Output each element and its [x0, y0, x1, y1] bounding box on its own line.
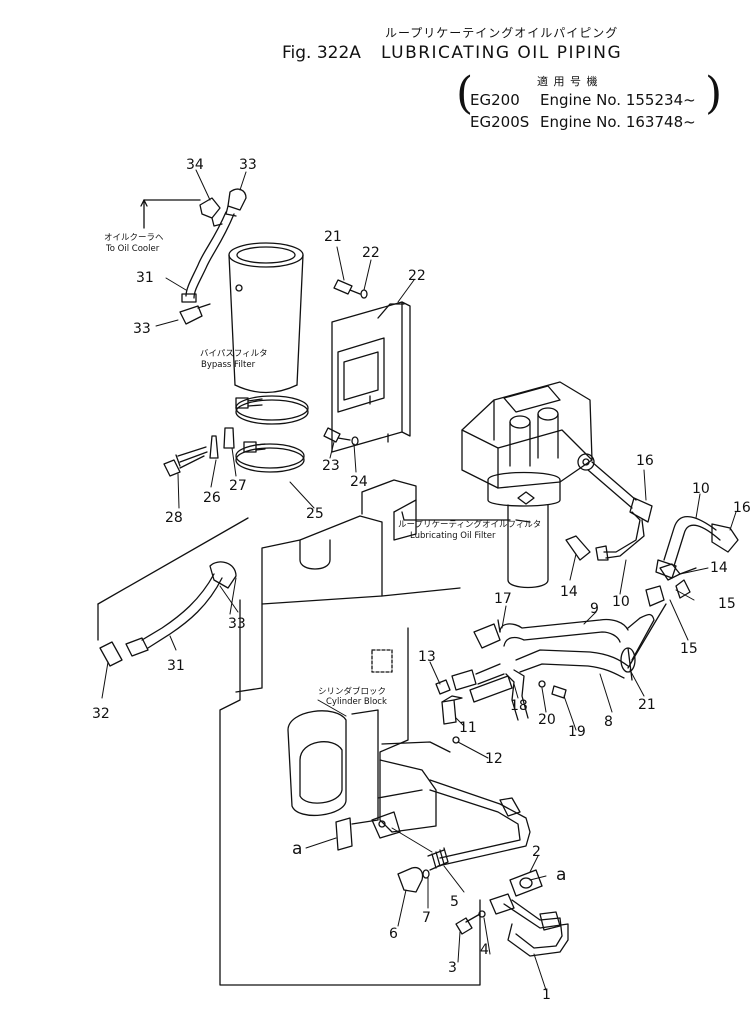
callout-16-left: 16: [636, 453, 654, 469]
bolt-19: [538, 680, 567, 699]
applicability-open-paren: (: [456, 68, 474, 119]
callout-15-left: 15: [680, 641, 698, 657]
figure-title: LUBRICATING OIL PIPING: [381, 43, 623, 63]
callout-a-right: a: [556, 865, 566, 885]
callout-27: 25: [306, 506, 324, 522]
callout-10-right: 10: [692, 481, 710, 497]
callout-33-mid: 33: [133, 321, 151, 337]
leader-lines: [101, 169, 737, 991]
title-japanese: ループリケーテイングオイルパイピング: [385, 26, 619, 40]
callout-4: 4: [480, 942, 489, 958]
pipe-10-upper: [587, 461, 653, 561]
elbow-11: [441, 695, 463, 744]
bracket-21: [620, 647, 636, 681]
cylinder-block-jp-label: シリンダブロック: [318, 686, 386, 697]
bolt-25: [323, 427, 359, 446]
callout-28: 26: [203, 490, 221, 506]
callout-10-left: 10: [612, 594, 630, 610]
applicability-close-paren: ): [705, 68, 723, 119]
hose-31-lower: [97, 517, 249, 667]
callout-21: 21: [638, 697, 656, 713]
pipe-1: [429, 779, 569, 957]
elbow-6: [397, 866, 430, 893]
callout-23: 21: [324, 229, 342, 245]
callout-29: 27: [229, 478, 247, 494]
callout-17: 17: [494, 591, 512, 607]
applicability-model-2: EG200S: [470, 113, 530, 131]
applicability-engine-1: Engine No. 155234~: [540, 91, 696, 109]
callout-14-right: 14: [710, 560, 728, 576]
bypass-filter-label: Bypass Filter: [201, 360, 256, 370]
callout-26: 24: [350, 474, 368, 490]
hose-31-upper: [140, 188, 247, 325]
callout-25: 23: [322, 458, 340, 474]
callout-31-lower: 31: [167, 658, 185, 674]
callout-16-right: 16: [733, 500, 750, 516]
callout-14-left: 14: [560, 584, 578, 600]
callout-20: 20: [538, 712, 556, 728]
engine-block: [219, 479, 481, 986]
callout-32: 32: [92, 706, 110, 722]
applicability-japanese: 適 用 号 機: [537, 75, 599, 88]
applicability-model-1: EG200: [470, 91, 520, 109]
lube-filter-label: Lubricating Oil Filter: [410, 531, 496, 541]
bolt-3: [455, 910, 486, 935]
figure-number: Fig. 322A: [282, 43, 361, 63]
callout-18: 18: [510, 698, 528, 714]
filter-bracket: [331, 301, 411, 453]
gasket-2: [509, 869, 543, 897]
callout-12: 12: [485, 751, 503, 767]
bolt-30: [163, 455, 205, 477]
callout-13: 13: [418, 649, 436, 665]
filter-fittings: [175, 397, 266, 467]
callout-31-upper: 31: [136, 270, 154, 286]
callout-3: 3: [448, 960, 457, 976]
callout-15-right: 15: [718, 596, 736, 612]
bypass-filter-jp-label: バイパスフィルタ: [200, 349, 268, 359]
pipe-9: [473, 618, 629, 649]
fitting-15: [645, 579, 691, 607]
callout-2: 2: [532, 844, 541, 860]
lube-oil-filter: [461, 381, 595, 589]
callout-11: 11: [459, 720, 477, 736]
callout-6: 6: [389, 926, 398, 942]
callout-a-left: a: [292, 839, 302, 859]
bolt-23: [333, 279, 368, 299]
callout-1: 1: [542, 987, 551, 1003]
callout-8: 8: [604, 714, 613, 730]
hose-5: [427, 847, 449, 871]
callout-5: 5: [450, 894, 459, 910]
lube-filter-jp-label: ループリケーティングオイルフィルタ: [398, 519, 541, 530]
lube-filter-leader: [401, 511, 531, 523]
callout-19: 19: [568, 724, 586, 740]
cylinder-block-label: Cylinder Block: [326, 697, 387, 707]
to-oil-cooler-jp-label: オイルクーラヘ: [104, 233, 164, 243]
callout-7: 7: [422, 910, 431, 926]
pipe-8: [515, 603, 667, 679]
callout-33-top: 33: [239, 157, 257, 173]
fitting-17: [497, 619, 501, 633]
callout-24: 22: [362, 245, 380, 261]
callout-33-lower: 33: [228, 616, 246, 632]
callout-9: 9: [590, 601, 599, 617]
callout-30: 28: [165, 510, 183, 526]
hose-13: [435, 663, 529, 721]
callout-34: 34: [186, 157, 204, 173]
pipe-clamp-bracket: [371, 811, 401, 839]
flange: [489, 893, 515, 915]
applicability-engine-2: Engine No. 163748~: [540, 113, 696, 131]
to-oil-cooler-label: To Oil Cooler: [105, 244, 160, 254]
callout-22: 22: [408, 268, 426, 284]
bypass-filter: [228, 242, 304, 394]
